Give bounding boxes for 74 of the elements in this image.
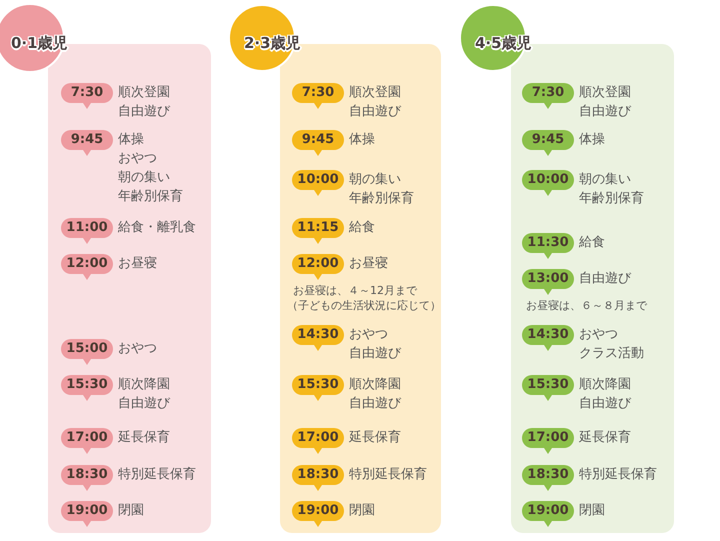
activity-text: 年齢別保育	[349, 190, 414, 208]
time-bubble: 10:00	[292, 170, 344, 196]
time-bubble: 18:30	[522, 465, 574, 491]
activity-text: 体操	[579, 131, 605, 149]
time-bubble: 15:30	[522, 375, 574, 401]
activity-text: 給食	[349, 219, 375, 237]
time-bubble: 15:30	[61, 375, 113, 401]
time-bubble: 9:45	[522, 130, 574, 156]
time-bubble: 11:30	[522, 233, 574, 259]
activity-text: 朝の集い	[579, 171, 631, 189]
activity-text: 自由遊び	[579, 270, 631, 288]
time-bubble: 17:00	[522, 428, 574, 454]
time-bubble: 13:00	[522, 269, 574, 295]
time-bubble: 7:30	[61, 83, 113, 109]
time-bubble: 14:30	[292, 325, 344, 351]
activity-text: 自由遊び	[118, 103, 170, 121]
activity-text: 閉園	[118, 502, 144, 520]
time-bubble: 15:00	[61, 339, 113, 365]
time-bubble: 17:00	[292, 428, 344, 454]
activity-text: 年齢別保育	[579, 190, 644, 208]
activity-text: 順次登園	[579, 84, 631, 102]
activity-text: 給食・離乳食	[118, 219, 196, 237]
time-bubble: 18:30	[292, 465, 344, 491]
activity-text: 給食	[579, 234, 605, 252]
activity-text: 体操	[118, 131, 144, 149]
activity-text: 自由遊び	[579, 103, 631, 121]
activity-text: クラス活動	[579, 345, 644, 363]
activity-text: 体操	[349, 131, 375, 149]
activity-text: 朝の集い	[118, 169, 170, 187]
activity-text: 順次降園	[349, 376, 401, 394]
time-bubble: 18:30	[61, 465, 113, 491]
time-bubble: 12:00	[292, 254, 344, 280]
activity-text: 自由遊び	[349, 395, 401, 413]
activity-text: お昼寝	[349, 255, 388, 273]
activity-text: 自由遊び	[349, 345, 401, 363]
activity-text: 延長保育	[118, 429, 170, 447]
activity-text: お昼寝	[118, 255, 157, 273]
time-bubble: 9:45	[292, 130, 344, 156]
activity-text: おやつ	[349, 326, 388, 344]
activity-text: 順次登園	[118, 84, 170, 102]
activity-text: 自由遊び	[579, 395, 631, 413]
activity-text: 閉園	[349, 502, 375, 520]
time-bubble: 12:00	[61, 254, 113, 280]
activity-text: おやつ	[118, 150, 157, 168]
activity-text: おやつ	[118, 340, 157, 358]
activity-text: 年齢別保育	[118, 188, 183, 206]
activity-text: 朝の集い	[349, 171, 401, 189]
activity-text: おやつ	[579, 326, 618, 344]
time-bubble: 7:30	[292, 83, 344, 109]
activity-text: 順次降園	[118, 376, 170, 394]
time-bubble: 15:30	[292, 375, 344, 401]
activity-text: 自由遊び	[118, 395, 170, 413]
time-bubble: 14:30	[522, 325, 574, 351]
activity-text: 順次降園	[579, 376, 631, 394]
time-bubble: 9:45	[61, 130, 113, 156]
time-bubble: 7:30	[522, 83, 574, 109]
time-bubble: 10:00	[522, 170, 574, 196]
activity-text: 順次登園	[349, 84, 401, 102]
activity-text: 特別延長保育	[118, 466, 196, 484]
activity-text: 特別延長保育	[349, 466, 427, 484]
activity-text: 特別延長保育	[579, 466, 657, 484]
time-bubble: 19:00	[292, 501, 344, 527]
time-bubble: 19:00	[61, 501, 113, 527]
activity-text: 延長保育	[579, 429, 631, 447]
time-bubble: 17:00	[61, 428, 113, 454]
time-bubble: 11:00	[61, 218, 113, 244]
note-text: （子どもの生活状況に応じて）	[287, 298, 441, 313]
activity-text: 閉園	[579, 502, 605, 520]
activity-text: 自由遊び	[349, 103, 401, 121]
note-text: お昼寝は、４～12月まで	[293, 283, 417, 298]
time-bubble: 19:00	[522, 501, 574, 527]
time-bubble: 11:15	[292, 218, 344, 244]
activity-text: 延長保育	[349, 429, 401, 447]
note-text: お昼寝は、６～８月まで	[526, 298, 647, 313]
